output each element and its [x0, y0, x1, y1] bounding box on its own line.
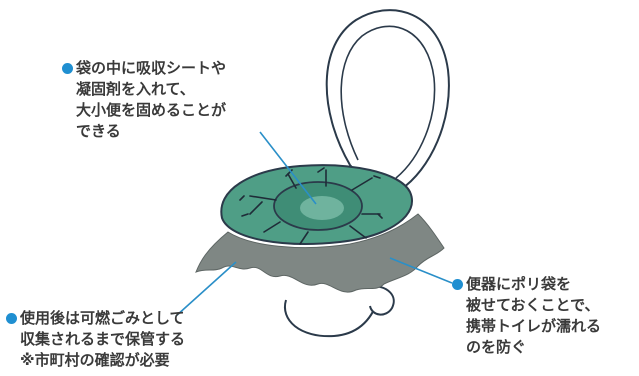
callout-bag-line-1: 便器にポリ袋を [452, 274, 601, 295]
callout-bag-line-3: 携帯トイレが濡れる [466, 317, 602, 335]
toilet-lid [325, 9, 450, 191]
plastic-bag [195, 213, 445, 293]
leader-bag [389, 257, 453, 284]
leader-absorb [259, 131, 317, 205]
callout-dispose-line-3: ※市町村の確認が必要 [20, 351, 170, 369]
callout-dispose-line-2: 収集されるまで保管する [20, 330, 186, 348]
callout-bag-line-2: 被せておくことで、 [466, 296, 600, 314]
callout-absorb-line-2: 凝固剤を入れて、 [76, 80, 195, 98]
callout-absorb-text-1: 袋の中に吸収シートや [76, 59, 227, 77]
callout-absorb-line-1: 袋の中に吸収シートや [62, 58, 226, 79]
callout-bag-line-4: のを防ぐ [466, 338, 527, 356]
callout-bag: 便器にポリ袋を 被せておくことで、 携帯トイレが濡れる のを防ぐ [452, 274, 601, 358]
leader-lines [175, 131, 453, 317]
bullet-dot-icon [452, 279, 463, 290]
callout-dispose-line-1: 使用後は可燃ごみとして [6, 308, 185, 329]
callout-dispose: 使用後は可燃ごみとして 収集されるまで保管する ※市町村の確認が必要 [6, 308, 185, 371]
bullet-dot-icon [6, 313, 17, 324]
callout-bag-text-1: 便器にポリ袋を [466, 275, 572, 293]
callout-dispose-text-1: 使用後は可燃ごみとして [20, 309, 185, 327]
bullet-dot-icon [62, 63, 73, 74]
callout-absorb: 袋の中に吸収シートや 凝固剤を入れて、 大小便を固めることが できる [62, 58, 226, 142]
toilet-seat [220, 164, 413, 245]
toilet-base [283, 285, 395, 338]
callout-absorb-line-3: 大小便を固めることが [76, 101, 227, 119]
leader-dispose [175, 261, 237, 317]
callout-absorb-line-4: できる [76, 122, 121, 140]
